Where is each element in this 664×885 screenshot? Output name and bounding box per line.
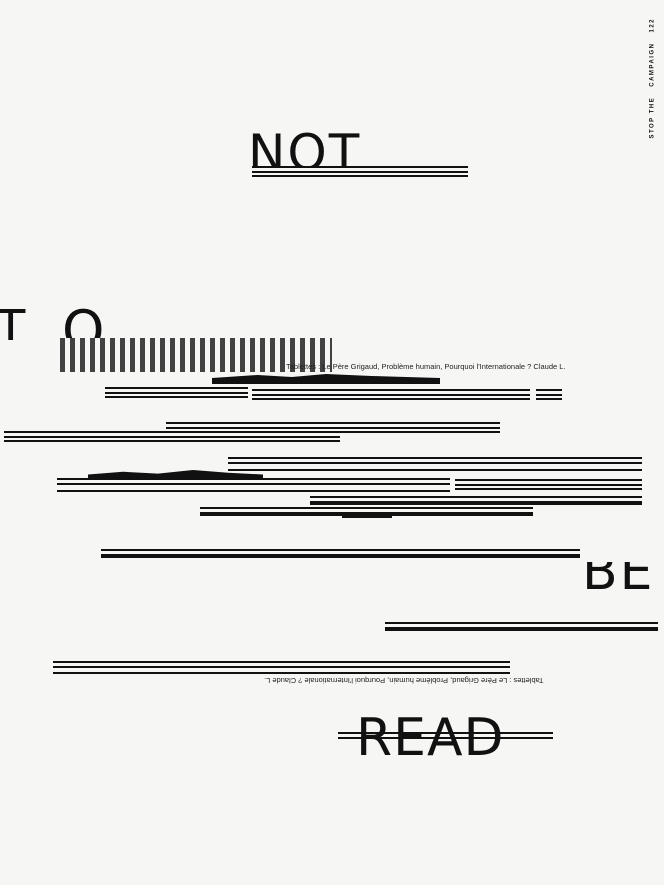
ink-smear [88,470,263,479]
side-label: STOP THE CAMPAIGN 122 [650,18,656,149]
strike-lines [305,507,533,516]
strike-lines [349,549,580,558]
strike-lines [53,661,510,674]
strike-lines [455,479,642,490]
strike-lines [4,431,340,442]
word-not: NOT [248,124,362,168]
strike-lines [105,387,248,398]
strike-lines [252,389,530,400]
ink-smear [212,374,440,384]
strike-lines [57,478,450,492]
word-o: O [62,300,107,339]
vertical-text-fragment [60,338,332,372]
word-be: BE [582,562,655,600]
strike-lines [338,732,553,739]
word-t: T [0,300,28,340]
strike-lines [385,622,658,631]
text-snippet-top: Tablettes : Le Père Grigaud, Problème hu… [286,362,566,371]
word-not-clip: NOT [248,120,388,168]
strike-lines [228,457,642,471]
word-be-clip: BE [582,562,664,600]
text-snippet-bottom: Tablettes : Le Père Grigaud, Problème hu… [264,676,544,685]
strike-lines [252,166,468,177]
strike-lines [101,549,349,558]
word-o-clip: O [62,300,122,339]
word-t-clip: T [0,300,30,340]
side-label-part: 122 [650,18,656,33]
strike-lines [200,507,305,516]
side-label-part: CAMPAIGN [650,42,656,87]
side-label-part: STOP THE [650,96,656,139]
strike-lines [310,496,642,505]
strike-lines [536,389,562,400]
